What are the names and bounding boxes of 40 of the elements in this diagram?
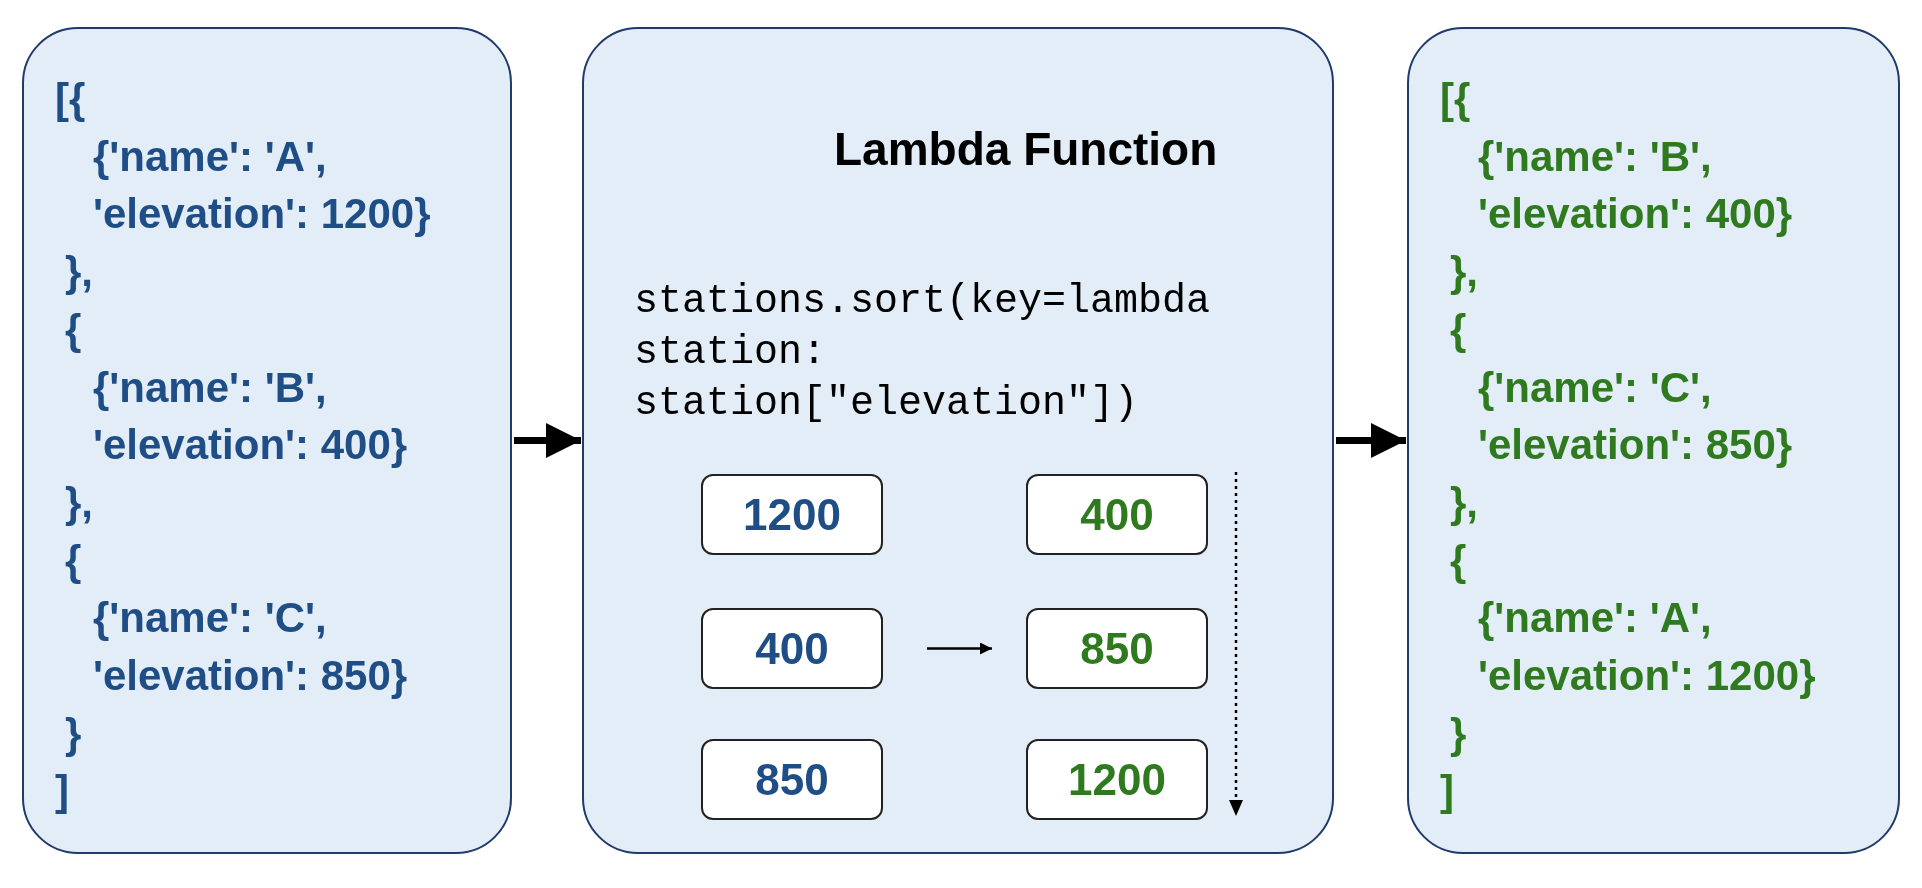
code-line: }, <box>1450 251 1478 294</box>
code-line: {'name': 'B', <box>1478 135 1712 178</box>
code-line: ] <box>1440 770 1454 813</box>
code-line: 'elevation': 1200} <box>1478 655 1816 697</box>
code-line: {'name': 'C', <box>93 597 327 640</box>
code-line: } <box>65 712 82 755</box>
code-line: 'elevation': 1200} <box>93 193 431 236</box>
panel <box>1407 27 1900 854</box>
value-box: 1200 <box>1026 739 1208 820</box>
code-line: }, <box>1450 481 1478 524</box>
panel <box>22 27 512 854</box>
arrow <box>927 642 992 655</box>
value-box: 850 <box>701 739 883 820</box>
code-line: { <box>1450 539 1467 582</box>
value-box: 850 <box>1026 608 1208 689</box>
code-line: { <box>1450 308 1467 351</box>
value-box: 1200 <box>701 474 883 555</box>
code-line: {'name': 'C', <box>1478 366 1712 409</box>
code-text: stations.sort(key=lambda station: station["elevation"]) <box>634 278 1212 428</box>
code-line: { <box>65 539 82 582</box>
code-line: ] <box>55 770 69 813</box>
code-line: 'elevation': 850} <box>1478 424 1793 467</box>
code-line: { <box>65 308 82 351</box>
code-line: {'name': 'B', <box>93 366 327 409</box>
arrow <box>1336 423 1406 458</box>
code-line: {'name': 'A', <box>93 135 327 178</box>
value-box: 400 <box>701 608 883 689</box>
panel <box>582 27 1334 854</box>
code-line: [{ <box>55 78 86 120</box>
code-line: [{ <box>1440 78 1471 120</box>
code-line: {'name': 'A', <box>1478 597 1712 640</box>
code-line: }, <box>65 251 93 294</box>
title-text: Lambda Function <box>834 122 1218 176</box>
code-line: 'elevation': 850} <box>93 655 408 697</box>
code-line: 'elevation': 400} <box>1478 193 1793 236</box>
code-line: 'elevation': 400} <box>93 424 408 467</box>
code-line: } <box>1450 712 1467 755</box>
arrow <box>514 423 581 458</box>
code-line: }, <box>65 481 93 524</box>
value-box: 400 <box>1026 474 1208 555</box>
